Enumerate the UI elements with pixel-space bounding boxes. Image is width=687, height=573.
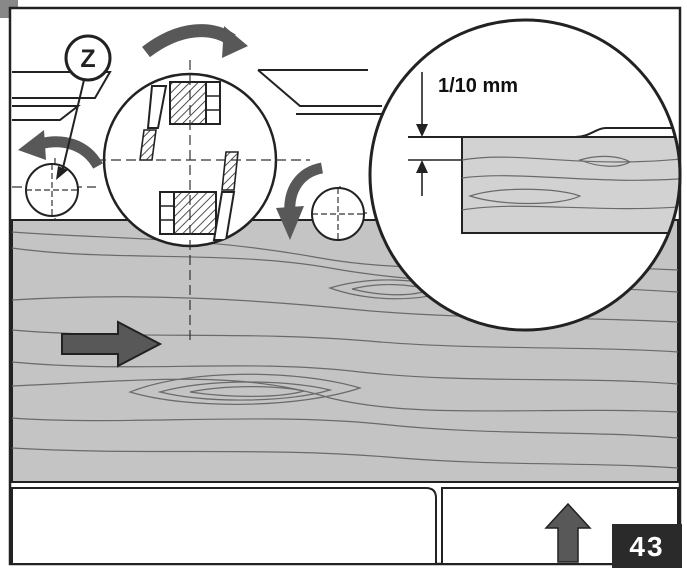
dimension-arrow-up bbox=[416, 160, 428, 173]
detail-magnifier: 1/10 mm bbox=[368, 18, 682, 332]
curved-arrow-icon bbox=[18, 130, 103, 169]
dimension-arrow-down bbox=[416, 124, 428, 137]
figure-number: 43 bbox=[629, 531, 664, 562]
outfeed-roller bbox=[311, 187, 365, 241]
figure-number-badge: 43 bbox=[612, 524, 682, 568]
detail-outfeed-table bbox=[408, 127, 680, 138]
upper-knife-blade bbox=[146, 85, 168, 129]
arrow-right-icon bbox=[61, 320, 163, 368]
lower-knife-holder bbox=[169, 191, 217, 235]
part-label-z: Z bbox=[56, 34, 112, 180]
arrow-up-icon bbox=[544, 502, 592, 563]
bottom-left-panel bbox=[11, 487, 437, 565]
dimension-label: 1/10 mm bbox=[438, 75, 518, 97]
infeed-roller bbox=[25, 163, 79, 217]
curved-arrow-icon bbox=[142, 24, 248, 58]
part-label-text: Z bbox=[80, 45, 95, 73]
outfeed-table bbox=[257, 69, 382, 115]
infeed-table bbox=[12, 71, 112, 121]
curved-arrow-icon bbox=[276, 162, 324, 240]
detail-board bbox=[461, 136, 680, 234]
